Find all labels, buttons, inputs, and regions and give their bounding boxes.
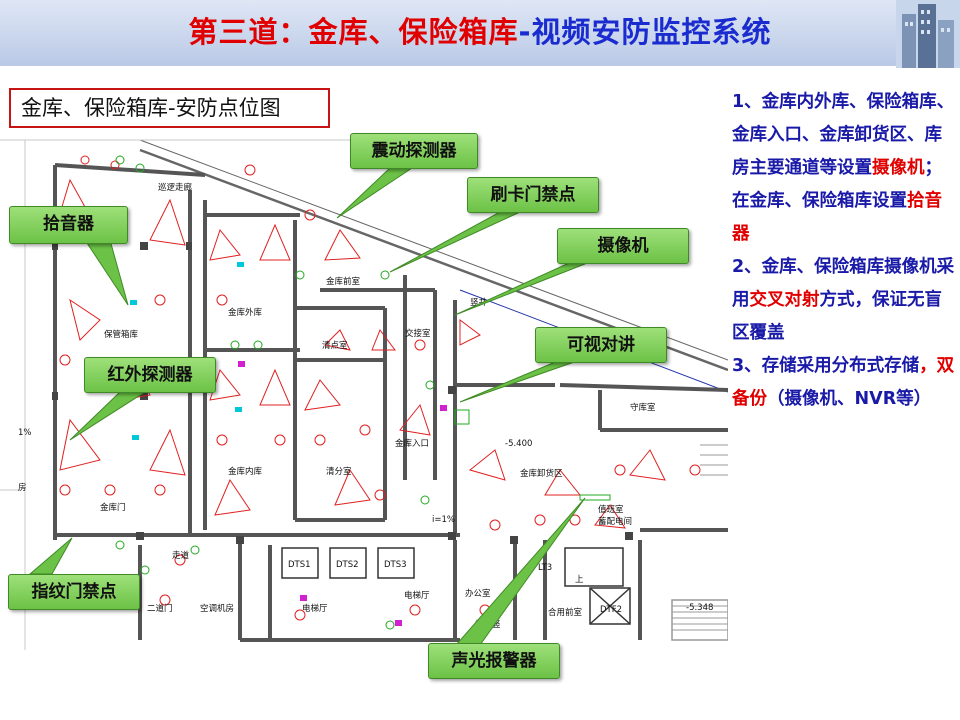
label-slope: i=1% — [432, 515, 455, 525]
room-patrol-corridor: 巡逻走廊 — [158, 182, 193, 193]
side-point-1: 1、金库内外库、保险箱库、金库入口、金库卸货区、库房主要通道等设置摄像机；在金库… — [732, 86, 958, 251]
label-elevation-2: -5.348 — [686, 603, 713, 613]
access-devices — [115, 155, 611, 630]
page-title-main: 第三道：金库、保险箱库 — [188, 15, 519, 49]
callout-fingerprint-access: 指纹门禁点 — [8, 574, 140, 610]
label-left-edge: 房 — [18, 482, 27, 493]
detector-devices — [59, 155, 701, 621]
room-vault-inner: 金库内库 — [228, 466, 263, 477]
room-sorting: 清分室 — [326, 466, 352, 477]
callout-video-intercom: 可视对讲 — [535, 327, 667, 363]
room-second-door: 二道门 — [147, 603, 173, 614]
building-logo-icon — [896, 0, 960, 68]
room-ac: 空调机房 — [200, 603, 234, 614]
callout-sound-pickup: 拾音器 — [9, 206, 128, 244]
room-power: 蓄配电间 — [598, 516, 632, 527]
label-dts2: DTS2 — [336, 560, 359, 570]
room-office: 办公室 — [465, 588, 491, 599]
page-title-sub: -视频安防监控系统 — [518, 15, 772, 49]
label-dts1: DTS1 — [288, 560, 311, 570]
side-point-3-text-c: （摄像机、NVR等） — [767, 389, 932, 409]
side-point-1-highlight-pickup: 拾音器 — [732, 191, 942, 244]
room-vertical-shaft: 竖井 — [470, 297, 487, 308]
label-elevation: -5.400 — [505, 439, 532, 449]
callout-infrared-detector: 红外探测器 — [84, 357, 216, 393]
side-point-1-highlight-camera: 摄像机 — [872, 158, 925, 178]
side-point-3-highlight: ，双备份 — [732, 356, 955, 409]
side-description: 1、金库内外库、保险箱库、金库入口、金库卸货区、库房主要通道等设置摄像机；在金库… — [732, 86, 958, 416]
side-point-2-text-c: 方式，保证无盲区覆盖 — [732, 290, 942, 343]
room-corridor: 走道 — [172, 550, 190, 561]
room-vault-unloading: 金库卸货区 — [520, 468, 563, 479]
room-guard: 守库室 — [630, 402, 656, 413]
label-lt: LT3 — [538, 563, 552, 573]
room-safe-box-vault: 保管箱库 — [104, 329, 139, 340]
label-dts3: DTS3 — [384, 560, 407, 570]
room-shared-front: 合用前室 — [548, 607, 583, 618]
label-dtf2: DTF2 — [600, 605, 622, 615]
side-point-2-highlight: 交叉对射 — [749, 290, 820, 310]
elevator-shafts — [281, 547, 728, 641]
room-vault-outer: 金库外库 — [228, 307, 263, 318]
side-point-1-text-c: ；在金库、保险箱库设置 — [732, 158, 942, 211]
room-vault-door: 金库门 — [100, 502, 126, 513]
page-title: 第三道：金库、保险箱库-视频安防监控系统 — [0, 12, 960, 52]
room-vault-front: 金库前室 — [326, 276, 361, 287]
room-elevator-hall-2: 电梯厅 — [404, 590, 430, 601]
label-slope-left: 1% — [18, 428, 32, 438]
label-up: 上 — [575, 575, 584, 585]
plan-subtitle: 金库、保险箱库-安防点位图 — [9, 88, 330, 128]
callout-vibration-detector: 震动探测器 — [350, 133, 478, 169]
callout-pointers — [28, 167, 601, 646]
room-counting: 清点室 — [322, 340, 348, 351]
room-duty: 值班室 — [598, 504, 624, 515]
stair-hatch — [672, 444, 728, 631]
room-vault-entrance: 金库入口 — [395, 438, 429, 449]
callout-alarm: 声光报警器 — [428, 643, 560, 679]
camera-devices — [130, 262, 447, 626]
side-point-1-text-a: 1、金库内外库、保险箱库、金库入口、金库卸货区、库房主要通道等设置 — [732, 92, 955, 178]
room-elevator-hall-1: 电梯厅 — [302, 603, 328, 614]
callout-card-access: 刷卡门禁点 — [467, 177, 599, 213]
room-handover: 交接室 — [405, 328, 431, 339]
side-point-2-text-a: 2、金库、保险箱库摄像机采用 — [732, 257, 955, 310]
callout-camera: 摄像机 — [557, 228, 689, 264]
side-point-3: 3、存储采用分布式存储，双备份（摄像机、NVR等） — [732, 350, 958, 416]
title-bar — [0, 0, 960, 66]
side-point-2: 2、金库、保险箱库摄像机采用交叉对射方式，保证无盲区覆盖 — [732, 251, 958, 350]
side-point-3-text-a: 3、存储采用分布式存储 — [732, 356, 920, 376]
